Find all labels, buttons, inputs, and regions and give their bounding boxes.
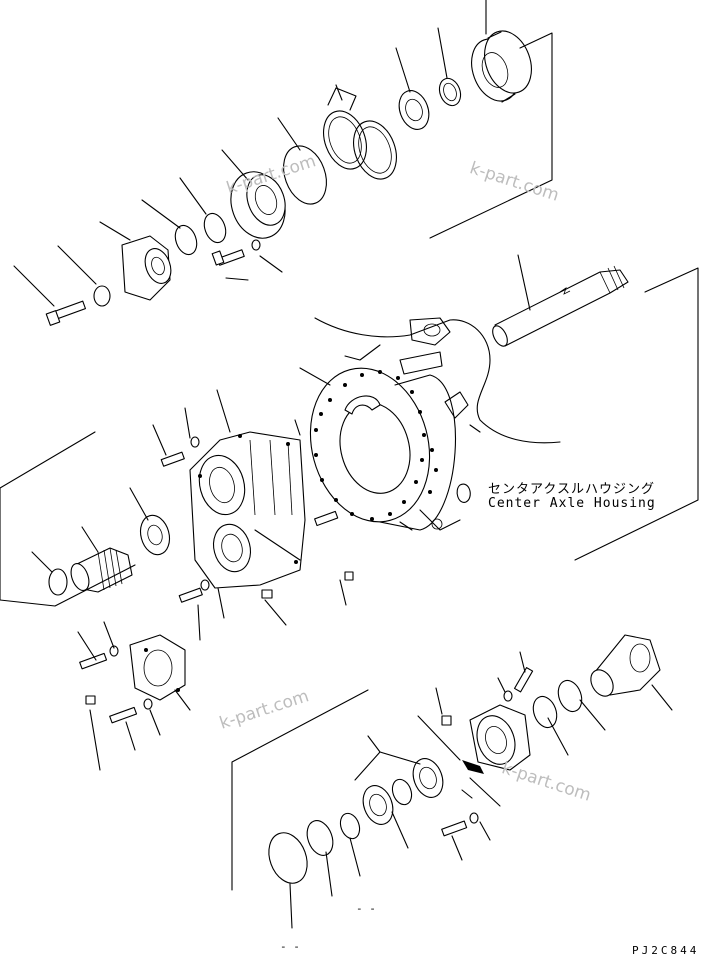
bolts-bottom xyxy=(441,667,534,837)
gear-case xyxy=(189,431,306,589)
dowel-pin xyxy=(314,510,339,527)
shim-set xyxy=(323,110,397,180)
seal-ring-g xyxy=(306,820,334,856)
drawing-code: PJ2C844 xyxy=(632,944,700,957)
seal-ring-e xyxy=(391,778,413,806)
seal-ring-top xyxy=(438,77,462,107)
bearing-cage-bottom xyxy=(462,704,531,774)
taper-roller-bearing-top xyxy=(471,30,532,103)
dash-mark-1: - - xyxy=(356,902,376,915)
ball-bearing-top xyxy=(398,90,430,130)
bolts-cover xyxy=(79,645,153,724)
bearing-cage-top xyxy=(230,171,286,239)
washer-top xyxy=(93,285,111,307)
cover-plate xyxy=(129,634,186,701)
bolt-top xyxy=(45,300,87,326)
housing-label-japanese: センタアクスルハウジング xyxy=(488,482,655,497)
seal-ring-a xyxy=(203,212,227,244)
axle-shaft xyxy=(492,254,629,347)
center-axle-housing xyxy=(309,267,699,561)
seal-ring-b xyxy=(174,224,198,256)
coupling-top xyxy=(121,235,172,301)
seal-ring-c xyxy=(557,679,583,713)
seal-ring-d xyxy=(532,695,558,729)
o-ring-bottom xyxy=(268,832,308,884)
leader-lines-mid xyxy=(0,367,347,771)
leader-lines-bottom xyxy=(231,651,673,929)
seal-ring-f xyxy=(339,812,361,840)
bearing-mid xyxy=(139,514,171,556)
bolts-gear-case xyxy=(160,436,354,603)
bearing-bottom-2 xyxy=(362,785,394,825)
o-ring-top xyxy=(283,145,327,205)
flange-bolt-holes xyxy=(314,370,438,521)
bearing-bottom xyxy=(412,758,444,798)
housing-label-english: Center Axle Housing xyxy=(488,496,656,511)
pinion-gear xyxy=(70,547,133,593)
cap-plug xyxy=(48,568,68,596)
dash-mark-2: - - xyxy=(280,940,300,953)
leader-lines-top xyxy=(13,0,553,307)
bolt-cage xyxy=(211,239,261,266)
coupling-bottom xyxy=(590,634,661,697)
